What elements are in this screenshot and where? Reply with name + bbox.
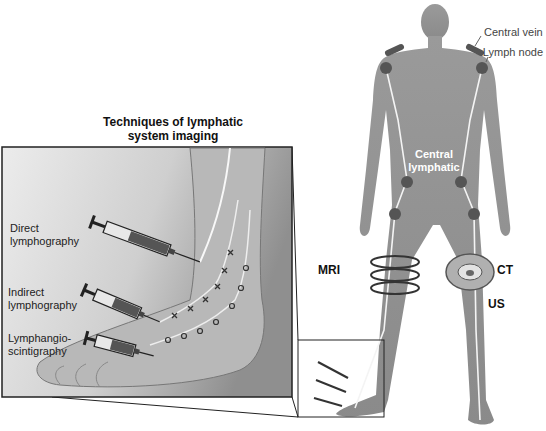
modality-label: US	[488, 298, 505, 312]
lymph-vessel	[355, 68, 482, 420]
syringe	[81, 284, 162, 329]
region-label: Central lymphatic	[404, 148, 464, 173]
ct-ring	[446, 254, 494, 290]
modality-label: CT	[497, 264, 513, 278]
modality-label: MRI	[318, 264, 340, 278]
technique-label: Lymphangio- scintigraphy	[8, 332, 84, 357]
syringe	[90, 215, 203, 268]
technique-label: Indirect lymphography	[8, 286, 84, 311]
syringe	[84, 331, 155, 362]
technique-label: Direct lymphography	[10, 222, 86, 247]
lymph-node-dot	[380, 62, 488, 220]
body-figure	[336, 4, 510, 425]
figure-title: Techniques of lymphatic system imaging	[93, 116, 253, 144]
inset-panel	[2, 147, 292, 397]
central-vein	[388, 47, 481, 53]
vein-label: Central vein	[484, 26, 543, 39]
mini-syringe	[314, 362, 348, 406]
mri-coil	[371, 256, 419, 294]
node-label: Lymph node	[483, 46, 543, 59]
